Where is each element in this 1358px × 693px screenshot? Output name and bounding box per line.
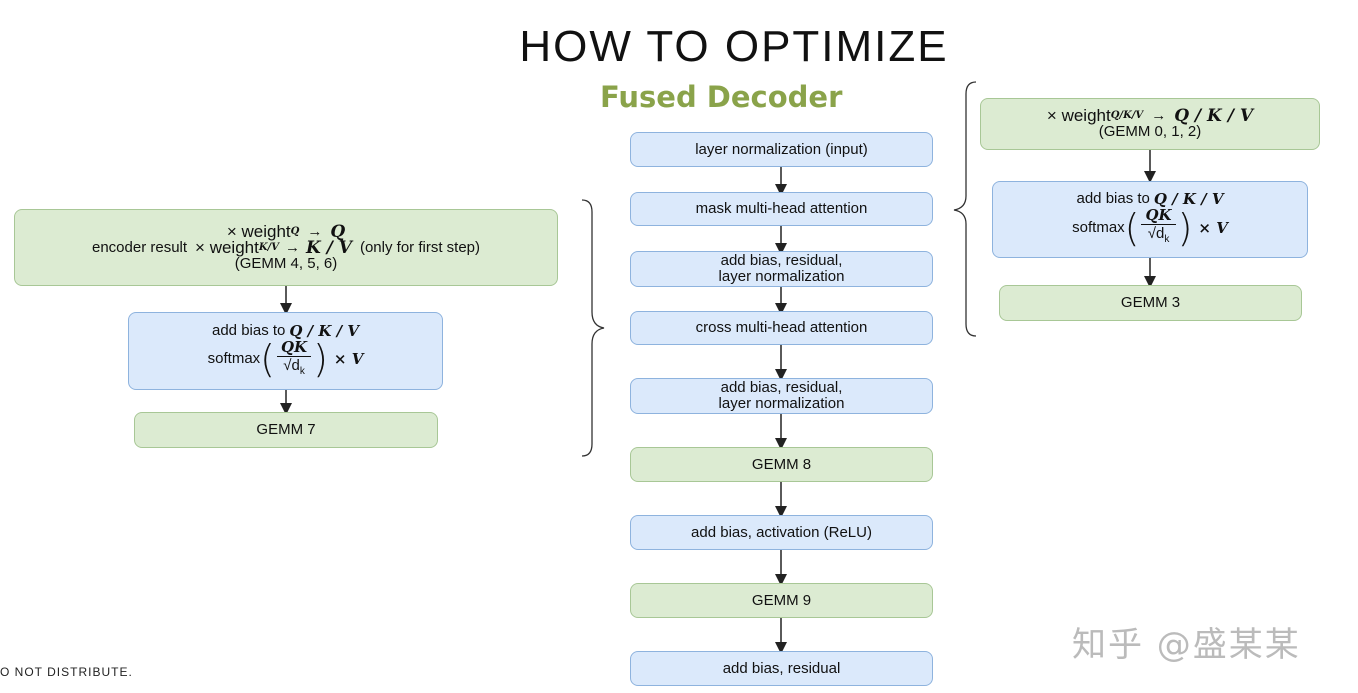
fraction: QK √dk bbox=[276, 339, 312, 380]
sqrt-d: √d bbox=[1147, 225, 1165, 242]
times-v: × V bbox=[333, 350, 364, 368]
gemm-label: (GEMM 4, 5, 6) bbox=[234, 254, 338, 272]
diagram-subtitle: Fused Decoder bbox=[600, 80, 843, 114]
arrow-symbol: → bbox=[1151, 107, 1167, 124]
arrow-symbol: → bbox=[307, 222, 323, 240]
step-label: add bias, activation (ReLU) bbox=[691, 523, 872, 541]
step-add-bias-residual: add bias, residual bbox=[630, 651, 933, 686]
times-weight-text: × weight bbox=[195, 237, 259, 257]
arrow-symbol: → bbox=[284, 238, 300, 256]
right-box2-line1: add bias to Q / K / V bbox=[1076, 190, 1224, 208]
right-paren: ) bbox=[313, 337, 328, 381]
step-label: layer normalization (input) bbox=[695, 140, 868, 158]
left-box2-line1: add bias to Q / K / V bbox=[212, 321, 359, 340]
step-label-line1: add bias, residual, bbox=[720, 379, 843, 396]
step-cross-multi-head-attention: cross multi-head attention bbox=[630, 311, 933, 345]
qkv-symbol: Q / K / V bbox=[289, 321, 359, 340]
gemm-label: GEMM 3 bbox=[1120, 294, 1181, 311]
add-bias-text: add bias to bbox=[212, 321, 286, 339]
step-label: GEMM 8 bbox=[751, 455, 812, 473]
step-add-bias-residual-layernorm-1: add bias, residual, layer normalization bbox=[630, 251, 933, 287]
left-brace bbox=[581, 199, 605, 457]
right-attention-box: add bias to Q / K / V softmax ( QK √dk )… bbox=[992, 181, 1308, 258]
gemm-label: GEMM 7 bbox=[256, 421, 316, 438]
weight-subscript: Q bbox=[290, 225, 300, 237]
left-box1-line3: (GEMM 4, 5, 6) bbox=[234, 254, 338, 272]
footer-notice: O NOT DISTRIBUTE. bbox=[0, 665, 133, 679]
step-mask-multi-head-attention: mask multi-head attention bbox=[630, 192, 933, 226]
times-v: × V bbox=[1198, 218, 1228, 237]
qkv-symbol: Q / K / V bbox=[1153, 190, 1224, 208]
left-attention-box: add bias to Q / K / V softmax ( QK √dk )… bbox=[128, 312, 443, 390]
page-title: HOW TO OPTIMIZE bbox=[519, 22, 949, 71]
step-add-bias-residual-layernorm-2: add bias, residual, layer normalization bbox=[630, 378, 933, 414]
fraction-numerator: QK bbox=[1141, 207, 1176, 225]
step-label: add bias, residual bbox=[722, 659, 841, 677]
watermark: 知乎 @盛某某 bbox=[1072, 625, 1301, 665]
fraction: QK √dk bbox=[1141, 207, 1176, 248]
step-label: GEMM 9 bbox=[751, 591, 812, 609]
k-subscript: k bbox=[299, 365, 305, 377]
fraction-denominator: √dk bbox=[1148, 225, 1170, 248]
result-symbol: K / V bbox=[305, 237, 352, 258]
step-add-bias-activation: add bias, activation (ReLU) bbox=[630, 515, 933, 550]
softmax-text: softmax bbox=[1072, 218, 1125, 236]
step-label: cross multi-head attention bbox=[695, 319, 868, 336]
left-box2-formula: softmax ( QK √dk ) × V bbox=[208, 339, 364, 380]
result-symbol: Q bbox=[330, 221, 346, 242]
step-label-line2: layer normalization bbox=[718, 395, 845, 412]
right-box1-line2: (GEMM 0, 1, 2) bbox=[1099, 124, 1202, 140]
add-bias-text: add bias to bbox=[1076, 190, 1150, 207]
step-label: mask multi-head attention bbox=[695, 200, 868, 217]
times-weight-text: × weight bbox=[226, 221, 291, 241]
step-label-line1: add bias, residual, bbox=[720, 252, 843, 269]
right-paren: ) bbox=[1177, 205, 1193, 250]
gemm-label: (GEMM 0, 1, 2) bbox=[1098, 123, 1202, 140]
softmax-text: softmax bbox=[207, 350, 261, 367]
weight-subscript: Q/K/V bbox=[1110, 110, 1144, 121]
left-paren: ( bbox=[260, 337, 275, 381]
result-symbol: Q / K / V bbox=[1174, 106, 1254, 126]
left-gemm-7-box: GEMM 7 bbox=[134, 412, 438, 448]
step-layer-normalization-input: layer normalization (input) bbox=[630, 132, 933, 167]
right-gemm-3-box: GEMM 3 bbox=[999, 285, 1302, 321]
encoder-result-text: encoder result bbox=[91, 238, 188, 256]
left-paren: ( bbox=[1124, 205, 1140, 250]
note-text: (only for first step) bbox=[359, 238, 480, 256]
k-subscript: k bbox=[1164, 234, 1170, 245]
weight-subscript: K/V bbox=[258, 241, 279, 253]
fraction-numerator: QK bbox=[276, 339, 312, 357]
step-gemm-9: GEMM 9 bbox=[630, 583, 933, 618]
sqrt-d: √d bbox=[283, 356, 300, 374]
step-gemm-8: GEMM 8 bbox=[630, 447, 933, 482]
step-label-line2: layer normalization bbox=[718, 268, 845, 285]
times-weight-text: × weight bbox=[1046, 106, 1111, 125]
right-box2-formula: softmax ( QK √dk ) × V bbox=[1072, 207, 1228, 248]
fraction-denominator: √dk bbox=[283, 357, 305, 380]
right-brace bbox=[953, 81, 977, 337]
